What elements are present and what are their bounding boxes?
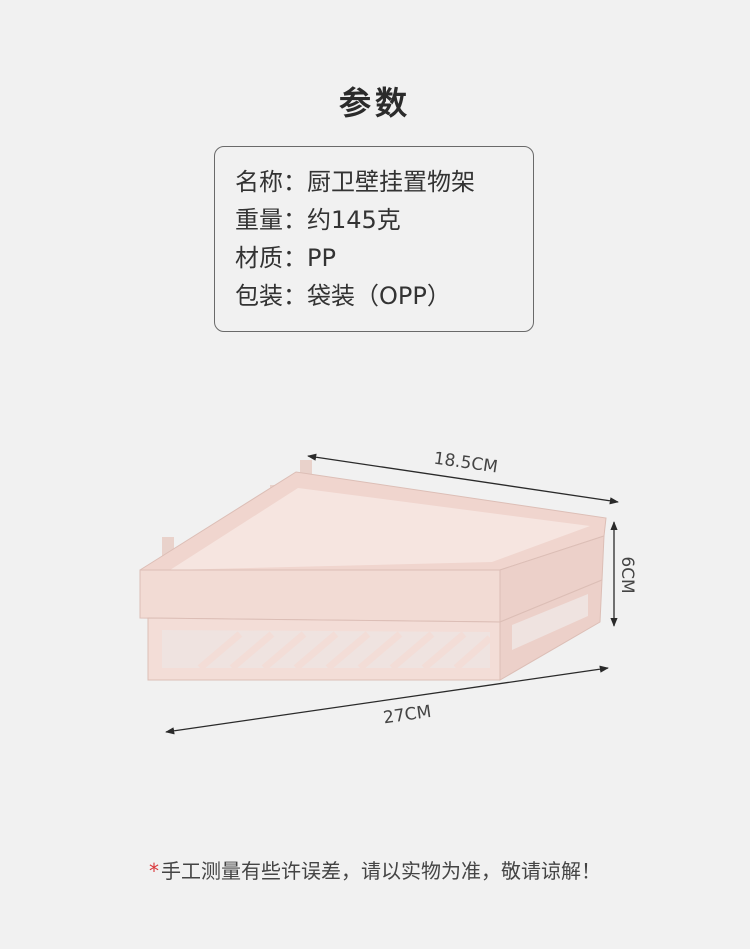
spec-label: 包装： — [235, 282, 307, 310]
spec-value: 厨卫壁挂置物架 — [307, 168, 475, 196]
disclaimer: *手工测量有些许误差，请以实物为准，敬请谅解！ — [0, 855, 750, 884]
corner-shelf-image: 18.5CM 6CM 27CM — [139, 449, 637, 735]
spec-row-material: 材质：PP — [235, 239, 533, 277]
spec-row-weight: 重量：约145克 — [235, 201, 533, 239]
spec-label: 材质： — [235, 244, 307, 272]
length-label: 27CM — [382, 702, 432, 729]
spec-value: PP — [307, 244, 336, 272]
width-label: 18.5CM — [432, 449, 499, 478]
spec-value: 袋装（OPP） — [307, 282, 451, 310]
disclaimer-text: 手工测量有些许误差，请以实物为准，敬请谅解！ — [161, 859, 601, 883]
bottom-slats — [197, 631, 493, 671]
spec-row-name: 名称：厨卫壁挂置物架 — [235, 163, 533, 201]
height-label: 6CM — [617, 556, 637, 593]
spec-box: 名称：厨卫壁挂置物架 重量：约145克 材质：PP 包装：袋装（OPP） — [214, 146, 534, 332]
product-illustration: 18.5CM 6CM 27CM — [0, 440, 750, 760]
width-arrow — [307, 453, 619, 505]
disclaimer-mark: * — [149, 859, 159, 883]
page-title: 参数 — [338, 84, 411, 122]
front-band — [139, 569, 501, 623]
spec-value: 约145克 — [307, 206, 401, 234]
spec-label: 重量： — [235, 206, 307, 234]
shelf-opening — [170, 488, 590, 570]
spec-label: 名称： — [235, 168, 307, 196]
spec-row-packaging: 包装：袋装（OPP） — [235, 277, 533, 315]
length-arrow — [165, 665, 609, 735]
lower-side-opening — [512, 594, 588, 650]
